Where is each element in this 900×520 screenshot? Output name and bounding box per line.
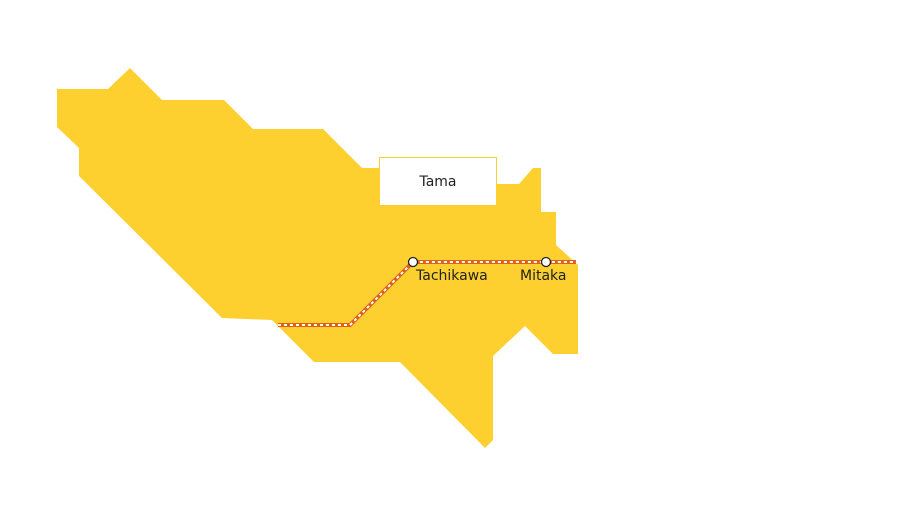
station-marker-tachikawa[interactable] <box>407 256 419 268</box>
station-label-tachikawa[interactable]: Tachikawa <box>416 268 488 284</box>
tama-region-shape[interactable] <box>57 68 578 448</box>
station-marker-mitaka[interactable] <box>540 256 552 268</box>
region-label-box[interactable]: Tama <box>379 157 497 206</box>
station-label-mitaka[interactable]: Mitaka <box>520 268 567 284</box>
region-label: Tama <box>419 173 457 190</box>
rail-line-dashes <box>278 261 576 326</box>
